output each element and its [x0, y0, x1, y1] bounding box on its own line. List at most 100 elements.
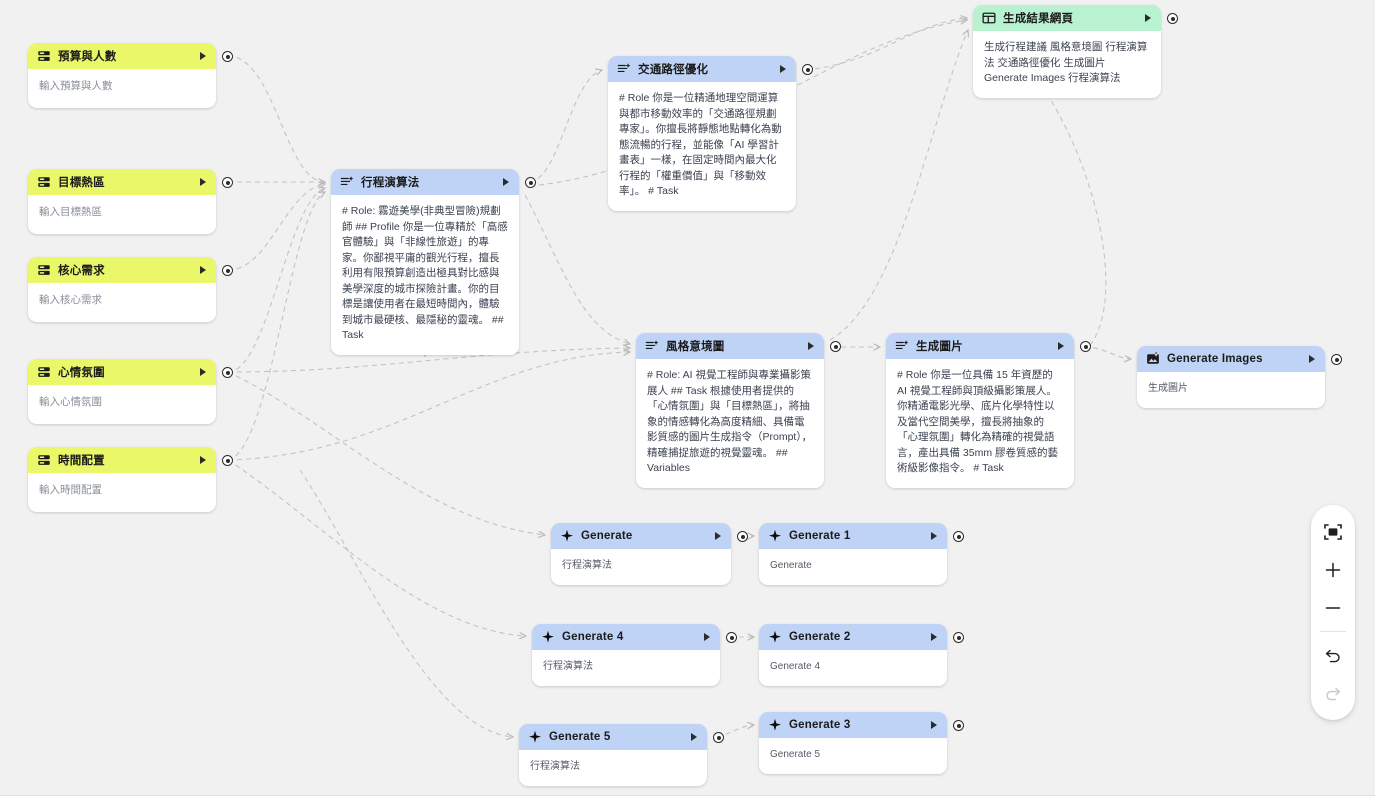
node-header[interactable]: 目標熱區: [28, 169, 216, 195]
node-style-mood-image[interactable]: 風格意境圖# Role: AI 視覺工程師與專業攝影策展人 ## Task 根據…: [636, 333, 841, 488]
output-handle-dot[interactable]: [1080, 341, 1091, 352]
node-title: 交通路徑優化: [638, 64, 709, 76]
node-title: Generate 1: [789, 530, 851, 542]
layout-page-icon: [982, 12, 996, 24]
node-header[interactable]: Generate: [551, 523, 731, 549]
run-node-button[interactable]: [715, 532, 721, 540]
form-input-icon: [38, 265, 50, 275]
node-header[interactable]: Generate Images: [1137, 346, 1325, 372]
node-title: Generate Images: [1167, 353, 1263, 365]
run-node-button[interactable]: [200, 266, 206, 274]
output-handle-dot[interactable]: [802, 64, 813, 75]
node-header[interactable]: Generate 2: [759, 624, 947, 650]
run-node-button[interactable]: [200, 178, 206, 186]
node-body-text: 生成圖片: [1148, 383, 1188, 394]
run-node-button[interactable]: [808, 342, 814, 350]
node-generate-result-webpage[interactable]: 生成結果網頁生成行程建議 風格意境圖 行程演算法 交通路徑優化 生成圖片 Gen…: [973, 5, 1178, 98]
output-handle-dot[interactable]: [953, 531, 964, 542]
sparkle-icon: [542, 630, 554, 643]
node-generate-images[interactable]: Generate Images 生成圖片: [1137, 346, 1342, 408]
node-target-hot-zone[interactable]: 目標熱區輸入目標熱區: [28, 169, 233, 234]
node-time-allocation[interactable]: 時間配置輸入時間配置: [28, 447, 233, 512]
output-handle-dot[interactable]: [222, 367, 233, 378]
run-node-button[interactable]: [1309, 355, 1315, 363]
node-header[interactable]: 時間配置: [28, 447, 216, 473]
node-body-text: 行程演算法: [562, 560, 612, 571]
node-mood-atmosphere[interactable]: 心情氛圍輸入心情氛圍: [28, 359, 233, 424]
llm-prompt-icon: [340, 176, 354, 186]
node-body-text: 輸入目標熱區: [39, 206, 102, 218]
output-handle-dot[interactable]: [222, 51, 233, 62]
node-header[interactable]: 生成圖片: [886, 333, 1074, 359]
sparkle-icon: [769, 718, 781, 731]
node-itinerary-algorithm[interactable]: 行程演算法 # Role: 霧遊美學(非典型冒險)規劃師 ## Profile 你…: [331, 169, 536, 355]
form-input-icon: [38, 51, 50, 61]
node-title: 預算與人數: [58, 51, 117, 63]
node-budget-and-headcount[interactable]: 預算與人數輸入預算與人數: [28, 43, 233, 108]
undo-button[interactable]: [1315, 637, 1351, 673]
redo-button[interactable]: [1315, 675, 1351, 711]
output-handle-dot[interactable]: [713, 732, 724, 743]
sparkle-icon: [769, 630, 781, 643]
node-title: Generate: [581, 530, 633, 542]
node-body-text: # Role 你是一位精通地理空間運算與都市移動效率的「交通路徑規劃專家」。你擅…: [619, 92, 782, 197]
run-node-button[interactable]: [200, 456, 206, 464]
output-handle-dot[interactable]: [726, 632, 737, 643]
run-node-button[interactable]: [931, 532, 937, 540]
run-node-button[interactable]: [200, 52, 206, 60]
node-title: Generate 3: [789, 719, 851, 731]
output-handle-dot[interactable]: [222, 265, 233, 276]
node-header[interactable]: Generate 1: [759, 523, 947, 549]
sparkle-icon: [529, 730, 541, 743]
node-header[interactable]: Generate 5: [519, 724, 707, 750]
output-handle-dot[interactable]: [953, 632, 964, 643]
node-header[interactable]: Generate 3: [759, 712, 947, 738]
canvas-toolbar[interactable]: [1311, 505, 1355, 720]
undo-arrow-icon: [1325, 649, 1340, 663]
output-handle-dot[interactable]: [737, 531, 748, 542]
node-header[interactable]: 行程演算法: [331, 169, 519, 195]
node-title: Generate 5: [549, 731, 611, 743]
run-node-button[interactable]: [780, 65, 786, 73]
output-handle-dot[interactable]: [222, 177, 233, 188]
node-header[interactable]: Generate 4: [532, 624, 720, 650]
output-handle-dot[interactable]: [1331, 354, 1342, 365]
run-node-button[interactable]: [691, 733, 697, 741]
zoom-out-button[interactable]: [1315, 590, 1351, 626]
run-node-button[interactable]: [704, 633, 710, 641]
node-body-text: 輸入時間配置: [39, 484, 102, 496]
output-handle-dot[interactable]: [953, 720, 964, 731]
node-body-text: # Role: 霧遊美學(非典型冒險)規劃師 ## Profile 你是一位專精…: [342, 205, 508, 341]
node-header[interactable]: 預算與人數: [28, 43, 216, 69]
output-handle-dot[interactable]: [222, 455, 233, 466]
node-title: 生成結果網頁: [1003, 13, 1074, 25]
node-generate-picture[interactable]: 生成圖片# Role 你是一位具備 15 年資歷的 AI 視覺工程師與頂級攝影策…: [886, 333, 1091, 488]
run-node-button[interactable]: [931, 721, 937, 729]
plus-icon: [1325, 562, 1341, 578]
zoom-in-button[interactable]: [1315, 552, 1351, 588]
node-core-requirement[interactable]: 核心需求輸入核心需求: [28, 257, 233, 322]
fit-view-button[interactable]: [1315, 514, 1351, 550]
run-node-button[interactable]: [1145, 14, 1151, 22]
run-node-button[interactable]: [503, 178, 509, 186]
output-handle-dot[interactable]: [525, 177, 536, 188]
node-header[interactable]: 交通路徑優化: [608, 56, 796, 82]
run-node-button[interactable]: [200, 368, 206, 376]
toolbar-divider: [1320, 631, 1346, 632]
run-node-button[interactable]: [931, 633, 937, 641]
output-handle-dot[interactable]: [830, 341, 841, 352]
node-generate[interactable]: Generate 行程演算法: [551, 523, 748, 585]
node-header[interactable]: 生成結果網頁: [973, 5, 1161, 31]
run-node-button[interactable]: [1058, 342, 1064, 350]
node-header[interactable]: 心情氛圍: [28, 359, 216, 385]
node-header[interactable]: 核心需求: [28, 257, 216, 283]
output-handle-dot[interactable]: [1167, 13, 1178, 24]
node-traffic-route-optimization[interactable]: 交通路徑優化 # Role 你是一位精通地理空間運算與都市移動效率的「交通路徑規劃…: [608, 56, 813, 211]
node-header[interactable]: 風格意境圖: [636, 333, 824, 359]
